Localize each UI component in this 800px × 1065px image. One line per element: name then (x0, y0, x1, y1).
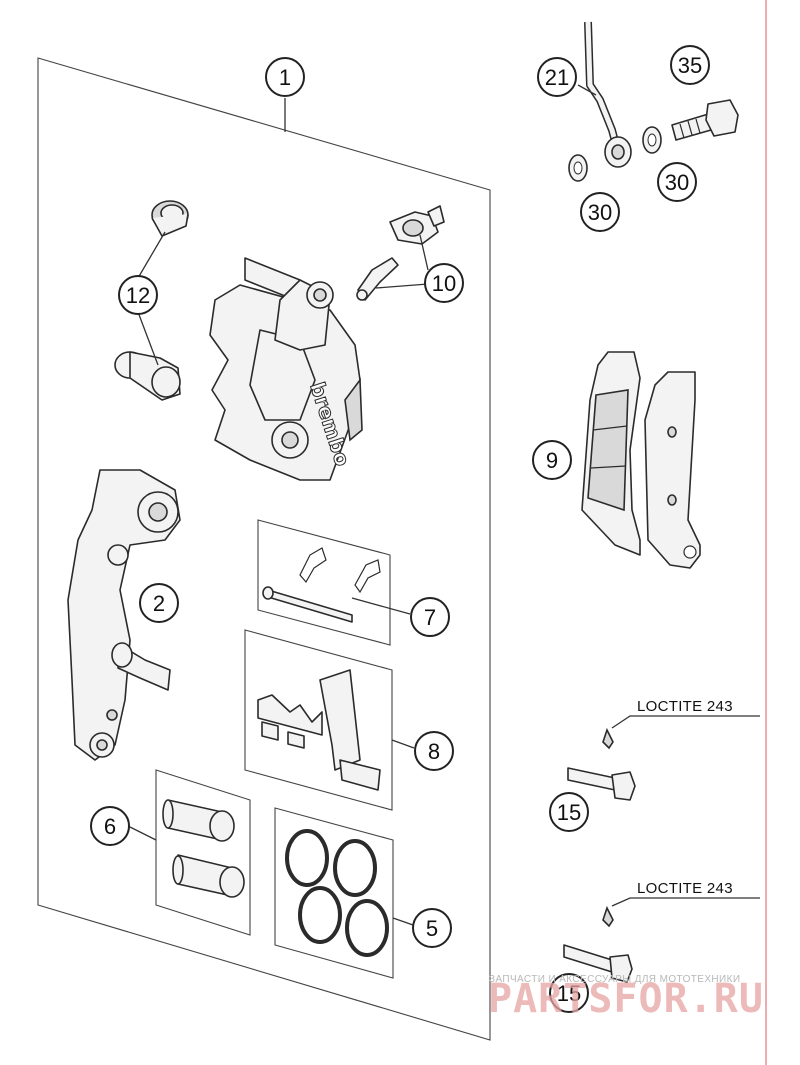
bleeder-valve-part (356, 205, 445, 301)
caliper-support-bracket (67, 469, 181, 761)
callout-9: 9 (532, 440, 572, 480)
callout-8: 8 (414, 731, 454, 771)
callout-7-label: 7 (424, 605, 436, 630)
leader-loctite-bottom (611, 897, 760, 907)
pin-kit-box (257, 519, 391, 646)
bleed-cap-part (151, 200, 189, 237)
callout-1: 1 (265, 57, 305, 97)
callout-35: 35 (670, 45, 710, 85)
callout-1-label: 1 (279, 65, 291, 90)
callout-5: 5 (412, 908, 452, 948)
callout-6: 6 (90, 806, 130, 846)
leader-6 (127, 825, 157, 841)
pad-spring-part (257, 669, 381, 791)
leader-5 (392, 917, 414, 926)
callout-12-label: 12 (126, 283, 150, 308)
leader-12-top (137, 231, 166, 279)
leader-10-top (419, 234, 429, 271)
callout-8-label: 8 (428, 739, 440, 764)
leader-8 (391, 739, 415, 749)
brake-line-part (584, 21, 632, 168)
leader-loctite-top (611, 715, 760, 729)
callout-30-right-label: 30 (665, 170, 689, 195)
callout-5-label: 5 (426, 916, 438, 941)
callout-10-label: 10 (432, 271, 456, 296)
callout-2: 2 (139, 583, 179, 623)
callout-21-label: 21 (545, 65, 569, 90)
leader-10-bottom (375, 283, 429, 289)
callout-15-upper-label: 15 (557, 800, 581, 825)
leader-7 (351, 597, 411, 615)
mounting-bolt-part-lower (563, 905, 633, 983)
piston-seal-part (285, 829, 389, 957)
callout-30-left-label: 30 (588, 200, 612, 225)
callout-30-left: 30 (580, 192, 620, 232)
pad-pin-part (262, 547, 381, 623)
loctite-note-lower: LOCTITE 243 (637, 880, 733, 897)
callout-30-right: 30 (657, 162, 697, 202)
callout-21: 21 (537, 57, 577, 97)
brake-caliper-body: brembo (209, 257, 363, 481)
mounting-bolt-part-upper (567, 727, 636, 801)
callout-15-upper: 15 (549, 792, 589, 832)
leader-21 (577, 84, 597, 96)
callout-7: 7 (410, 597, 450, 637)
piston-part (162, 799, 245, 898)
callout-10: 10 (424, 263, 464, 303)
callout-35-label: 35 (678, 53, 702, 78)
brake-pad-part (581, 351, 701, 569)
callout-6-label: 6 (104, 814, 116, 839)
banjo-bolt-part (671, 99, 739, 141)
washer-part (568, 126, 662, 182)
watermark-tagline: ЗАПЧАСТИ И АКСЕССУАРЫ ДЛЯ МОТОТЕХНИКИ (489, 974, 740, 985)
callout-15-lower: 15 (549, 973, 589, 1013)
leader-12-bottom (137, 311, 159, 366)
bleed-screw-part (114, 351, 181, 401)
callout-12: 12 (118, 275, 158, 315)
callout-9-label: 9 (546, 448, 558, 473)
callout-15-lower-label: 15 (557, 981, 581, 1006)
loctite-note-upper: LOCTITE 243 (637, 698, 733, 715)
callout-2-label: 2 (153, 591, 165, 616)
watermark-logo: PARTSFOR.RU (488, 976, 764, 1022)
